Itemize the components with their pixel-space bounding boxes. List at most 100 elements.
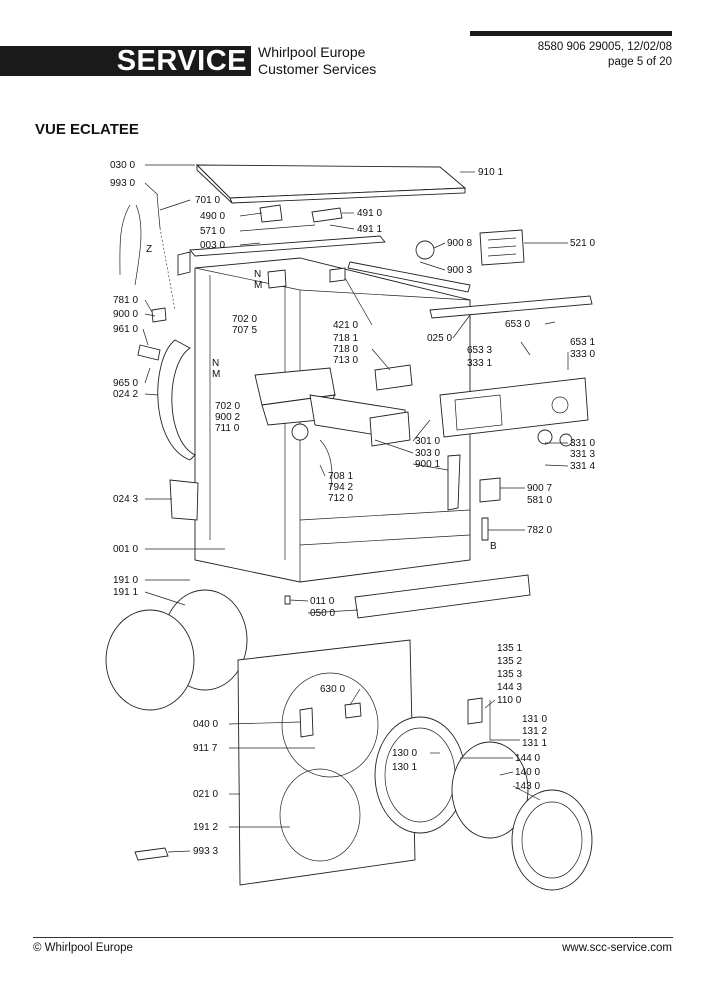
callout-label: 491 0 bbox=[357, 208, 382, 219]
callout-label: 782 0 bbox=[527, 525, 552, 536]
callout-label: 993 0 bbox=[110, 178, 135, 189]
footer-rule bbox=[33, 937, 673, 938]
callout-label: 001 0 bbox=[113, 544, 138, 555]
callout-label: 702 0 bbox=[232, 314, 257, 325]
front-panel bbox=[237, 639, 416, 886]
callout-label: 490 0 bbox=[200, 211, 225, 222]
callout-label: 131 2 bbox=[522, 726, 547, 737]
callout-label: 303 0 bbox=[415, 448, 440, 459]
callout-label: 003 0 bbox=[200, 240, 225, 251]
kick-plate bbox=[354, 574, 531, 619]
callout-label: 707 5 bbox=[232, 325, 257, 336]
footer-copyright: © Whirlpool Europe bbox=[33, 942, 133, 954]
callout-label: 131 0 bbox=[522, 714, 547, 725]
callout-label: 993 3 bbox=[193, 846, 218, 857]
callout-label: 702 0 bbox=[215, 401, 240, 412]
callout-label: 712 0 bbox=[328, 493, 353, 504]
callout-label: 011 0 bbox=[310, 596, 335, 607]
marker-letter: B bbox=[490, 541, 497, 552]
callout-label: 331 4 bbox=[570, 461, 595, 472]
service-banner: SERVICE bbox=[0, 45, 251, 77]
callout-label: 021 0 bbox=[193, 789, 218, 800]
callout-label: 653 0 bbox=[505, 319, 530, 330]
exploded-view-diagram: 030 0 993 0 701 0 490 0 571 0 003 0 781 … bbox=[105, 160, 595, 891]
callout-label: 301 0 bbox=[415, 436, 440, 447]
callout-label: 900 1 bbox=[415, 459, 440, 470]
doc-ref-number: 8580 906 29005, 12/02/08 bbox=[537, 41, 672, 53]
document-reference: 8580 906 29005, 12/02/08 page 5 of 20 bbox=[538, 40, 672, 70]
callout-label: 131 1 bbox=[522, 738, 547, 749]
callout-label: 521 0 bbox=[570, 238, 595, 249]
callout-label: 571 0 bbox=[200, 226, 225, 237]
leader-lines bbox=[142, 164, 569, 853]
control-rail bbox=[189, 235, 593, 319]
brand-block: Whirlpool Europe Customer Services bbox=[258, 44, 376, 78]
callout-label: 910 1 bbox=[478, 167, 503, 178]
door-outer bbox=[105, 589, 248, 711]
callout-label: 143 0 bbox=[515, 781, 540, 792]
callout-label: 331 0 bbox=[570, 438, 595, 449]
marker-letter: M bbox=[254, 280, 262, 291]
callout-label: 135 2 bbox=[497, 656, 522, 667]
marker-letter: M bbox=[212, 369, 220, 380]
callout-label: 191 2 bbox=[193, 822, 218, 833]
callout-label: 713 0 bbox=[333, 355, 358, 366]
labels-right: 910 1 491 0 491 1 900 8 521 0 900 3 421 … bbox=[310, 167, 595, 792]
callout-label: 024 2 bbox=[113, 389, 138, 400]
callout-label: 421 0 bbox=[333, 320, 358, 331]
pcb-module bbox=[415, 229, 525, 266]
callout-label: 333 0 bbox=[570, 349, 595, 360]
callout-label: 911 7 bbox=[193, 743, 218, 754]
marker-letter: Z bbox=[146, 244, 152, 255]
callout-label: 191 1 bbox=[113, 587, 138, 598]
marker-letter: N bbox=[212, 358, 219, 369]
door-glass bbox=[451, 741, 593, 891]
callout-label: 144 0 bbox=[515, 753, 540, 764]
page-number: page 5 of 20 bbox=[608, 56, 672, 68]
callout-label: 040 0 bbox=[193, 719, 218, 730]
letter-markers: Z N M N M B bbox=[146, 244, 497, 552]
callout-label: 653 1 bbox=[570, 337, 595, 348]
callout-label: 900 3 bbox=[447, 265, 472, 276]
callout-label: 025 0 bbox=[427, 333, 452, 344]
callout-label: 130 1 bbox=[392, 762, 417, 773]
callout-label: 491 1 bbox=[357, 224, 382, 235]
callout-label: 135 1 bbox=[497, 643, 522, 654]
inlet-hoses bbox=[119, 194, 176, 323]
callout-label: 711 0 bbox=[215, 423, 240, 434]
callout-label: 900 8 bbox=[447, 238, 472, 249]
callout-label: 581 0 bbox=[527, 495, 552, 506]
callout-label: 024 3 bbox=[113, 494, 138, 505]
detergent-drawer bbox=[254, 367, 411, 491]
callout-label: 130 0 bbox=[392, 748, 417, 759]
marker-letter: N bbox=[254, 269, 261, 280]
callout-label: 900 0 bbox=[113, 309, 138, 320]
callout-label: 140 0 bbox=[515, 767, 540, 778]
callout-label: 718 1 bbox=[333, 333, 358, 344]
misc-parts bbox=[134, 204, 501, 861]
top-cover bbox=[195, 163, 467, 204]
footer-website[interactable]: www.scc-service.com bbox=[562, 942, 672, 954]
callout-label: 900 7 bbox=[527, 483, 552, 494]
callout-label: 961 0 bbox=[113, 324, 138, 335]
company-name: Whirlpool Europe bbox=[258, 44, 366, 60]
callout-label: 333 1 bbox=[467, 358, 492, 369]
page-title: VUE ECLATEE bbox=[35, 121, 139, 138]
callout-label: 135 3 bbox=[497, 669, 522, 680]
header-rule bbox=[470, 31, 672, 36]
callout-label: 050 0 bbox=[310, 608, 335, 619]
labels-left: 030 0 993 0 701 0 490 0 571 0 003 0 781 … bbox=[110, 160, 257, 857]
department-name: Customer Services bbox=[258, 61, 377, 77]
callout-label: 701 0 bbox=[195, 195, 220, 206]
callout-label: 965 0 bbox=[113, 378, 138, 389]
callout-label: 331 3 bbox=[570, 449, 595, 460]
callout-label: 630 0 bbox=[320, 684, 345, 695]
door-frame-ring bbox=[374, 716, 466, 834]
callout-label: 781 0 bbox=[113, 295, 138, 306]
callout-label: 191 0 bbox=[113, 575, 138, 586]
callout-label: 110 0 bbox=[497, 695, 522, 706]
callout-label: 794 2 bbox=[328, 482, 353, 493]
service-label: SERVICE bbox=[116, 45, 247, 77]
callout-label: 653 3 bbox=[467, 345, 492, 356]
callout-label: 900 2 bbox=[215, 412, 240, 423]
